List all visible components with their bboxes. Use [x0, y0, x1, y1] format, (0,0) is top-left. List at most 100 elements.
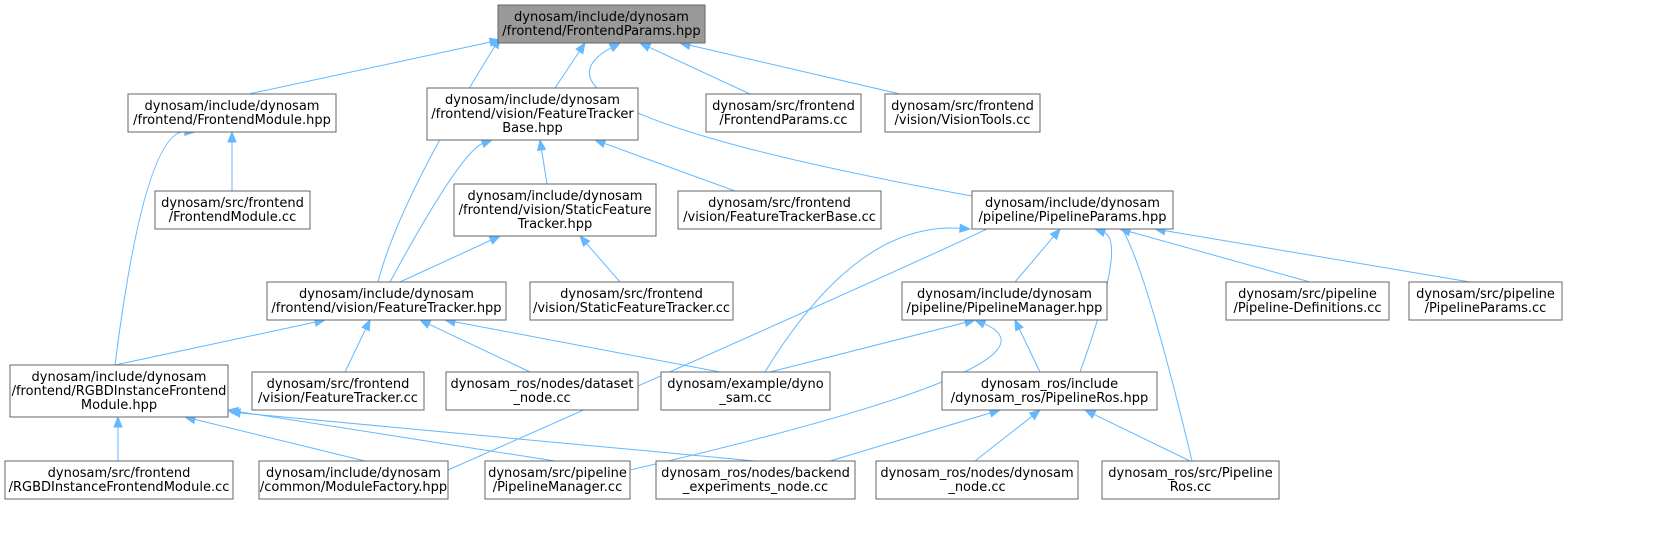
node-label-line: _sam.cc — [718, 391, 771, 406]
node-label-line: /PipelineParams.cc — [1425, 301, 1547, 316]
node-label-line: Module.hpp — [81, 398, 157, 413]
edge-fm_cc-to-fm_hpp — [227, 130, 237, 192]
edge-dn_cc-to-ft_hpp — [418, 319, 531, 373]
node-label-line: /common/ModuleFactory.hpp — [260, 480, 447, 495]
node-pd-cc[interactable]: dynosam/src/pipeline/Pipeline-Definition… — [1225, 281, 1390, 321]
edge-line — [588, 46, 973, 197]
edge-dyn_cc-to-pr_hpp — [974, 409, 1042, 462]
edge-sft_cc-to-sft_hpp — [579, 234, 621, 283]
edge-sft_hpp-to-ftb_hpp — [536, 138, 548, 185]
edge-arrowhead — [480, 139, 494, 148]
node-box — [1408, 281, 1563, 321]
edge-line — [344, 327, 367, 373]
edge-pd_cc-to-pp_hpp — [1118, 227, 1311, 283]
node-label-line: /frontend/RGBDInstanceFrontend — [12, 384, 227, 399]
node-be-cc[interactable]: dynosam_ros/nodes/backend_experiments_no… — [655, 460, 856, 500]
node-pp-cc[interactable]: dynosam/src/pipeline/PipelineParams.cc — [1408, 281, 1563, 321]
node-pr-cc[interactable]: dynosam_ros/src/PipelineRos.cc — [1101, 460, 1280, 500]
edge-arrowhead — [113, 415, 123, 428]
edge-line — [193, 418, 366, 462]
edge-line — [453, 321, 721, 373]
node-box — [453, 183, 657, 237]
node-label-line: /frontend/FrontendParams.hpp — [502, 24, 700, 39]
node-pm-hpp[interactable]: dynosam/include/dynosam/pipeline/Pipelin… — [901, 281, 1108, 321]
node-label-line: dynosam/src/pipeline — [1416, 287, 1555, 302]
node-pm-cc[interactable]: dynosam/src/pipeline/PipelineManager.cc — [484, 460, 631, 500]
node-pp-hpp[interactable]: dynosam/include/dynosam/pipeline/Pipelin… — [971, 190, 1174, 230]
edge-pr_cc-to-pr_hpp — [1083, 409, 1191, 462]
edge-arrowhead — [959, 223, 972, 233]
node-label-line: dynosam/example/dyno — [667, 377, 823, 392]
node-label-line: dynosam/src/pipeline — [1238, 287, 1377, 302]
node-label-line: _experiments_node.cc — [682, 480, 828, 495]
node-fm-hpp[interactable]: dynosam/include/dynosam/frontend/Fronten… — [127, 93, 337, 133]
node-pr-hpp[interactable]: dynosam_ros/include/dynosam_ros/Pipeline… — [941, 371, 1158, 411]
edge-ex_cc-to-pp_hpp — [764, 223, 972, 373]
node-label-line: /vision/FeatureTrackerBase.cc — [683, 210, 876, 225]
node-label-line: /frontend/vision/FeatureTracker.hpp — [271, 301, 501, 316]
node-label-line: dynosam/src/frontend — [48, 466, 191, 481]
node-label-line: dynosam_ros/src/Pipeline — [1108, 466, 1272, 481]
edge-rgbd_hpp-to-fm_hpp — [114, 126, 197, 366]
node-label-line: dynosam/include/dynosam — [514, 10, 689, 25]
node-label-line: Ros.cc — [1170, 480, 1212, 495]
edge-line — [585, 242, 621, 283]
edge-pp_cc-to-pp_hpp — [1153, 226, 1471, 283]
node-label-line: /Pipeline-Definitions.cc — [1233, 301, 1381, 316]
node-label-line: /frontend/FrontendModule.hpp — [133, 113, 331, 128]
edge-line — [829, 412, 992, 462]
node-box — [258, 460, 449, 500]
node-box — [660, 371, 831, 411]
node-label-line: _node.cc — [947, 480, 1005, 495]
edge-arrowhead — [488, 235, 502, 245]
node-ftb-hpp[interactable]: dynosam/include/dynosam/frontend/vision/… — [426, 87, 639, 141]
node-box — [4, 460, 234, 500]
edge-vt_cc-to-fp_hpp — [678, 40, 901, 95]
edge-line — [399, 239, 493, 283]
node-ftb-cc[interactable]: dynosam/src/frontend/vision/FeatureTrack… — [677, 190, 882, 230]
edge-line — [114, 130, 187, 366]
node-label-line: /vision/VisionTools.cc — [895, 113, 1031, 128]
node-label-line: dynosam/include/dynosam — [468, 189, 643, 204]
node-dyn-cc[interactable]: dynosam_ros/nodes/dynosam_node.cc — [875, 460, 1079, 500]
node-rgbd-cc[interactable]: dynosam/src/frontend/RGBDInstanceFronten… — [4, 460, 234, 500]
node-sft-cc[interactable]: dynosam/src/frontend/vision/StaticFeatur… — [529, 281, 734, 321]
node-mf-hpp[interactable]: dynosam/include/dynosam/common/ModuleFac… — [258, 460, 449, 500]
edge-line — [1014, 235, 1055, 283]
node-fm-cc[interactable]: dynosam/src/frontend/FrontendModule.cc — [154, 190, 311, 230]
node-sft-hpp[interactable]: dynosam/include/dynosam/frontend/vision/… — [453, 183, 657, 237]
node-box — [127, 93, 337, 133]
node-label-line: Tracker.hpp — [517, 217, 593, 232]
node-label-line: dynosam/src/frontend — [708, 196, 851, 211]
node-ft-hpp[interactable]: dynosam/include/dynosam/frontend/vision/… — [266, 281, 507, 321]
node-label-line: dynosam/src/frontend — [560, 287, 703, 302]
node-label-line: dynosam/include/dynosam — [145, 99, 320, 114]
node-label-line: dynosam/include/dynosam — [32, 370, 207, 385]
edge-be_cc-to-pr_hpp — [829, 408, 1002, 462]
node-label-line: dynosam/include/dynosam — [266, 466, 441, 481]
node-box — [529, 281, 734, 321]
edge-pm_hpp-to-pp_hpp — [1014, 227, 1061, 283]
node-ft-cc[interactable]: dynosam/src/frontend/vision/FeatureTrack… — [251, 371, 425, 411]
node-fp-cc[interactable]: dynosam/src/frontend/FrontendParams.cc — [705, 93, 862, 133]
edge-line — [1092, 413, 1191, 462]
edge-line — [1128, 230, 1311, 283]
node-dn-cc[interactable]: dynosam_ros/nodes/dataset_node.cc — [445, 371, 639, 411]
node-ex-cc[interactable]: dynosam/example/dyno_sam.cc — [660, 371, 831, 411]
edge-ftb_cc-to-ftb_hpp — [593, 139, 736, 192]
edge-arrowhead — [1028, 409, 1042, 421]
edge-rgbd_cc-to-rgbd_hpp — [113, 415, 123, 461]
edge-arrowhead — [638, 42, 652, 52]
edge-line — [603, 142, 736, 192]
node-rgbd-hpp[interactable]: dynosam/include/dynosam/frontend/RGBDIns… — [9, 364, 229, 418]
edge-line — [540, 148, 548, 185]
edge-line — [1018, 327, 1041, 373]
node-fp-hpp[interactable]: dynosam/include/dynosam/frontend/Fronten… — [497, 4, 706, 44]
edge-pm_cc-to-rgbd_hpp — [226, 406, 556, 462]
edge-line — [1163, 229, 1471, 283]
edge-ft_hpp-to-sft_hpp — [399, 235, 502, 283]
edge-arrowhead — [973, 319, 987, 329]
node-vt-cc[interactable]: dynosam/src/frontend/vision/VisionTools.… — [884, 93, 1041, 133]
edge-rgbd_hpp-to-ft_hpp — [114, 317, 327, 366]
